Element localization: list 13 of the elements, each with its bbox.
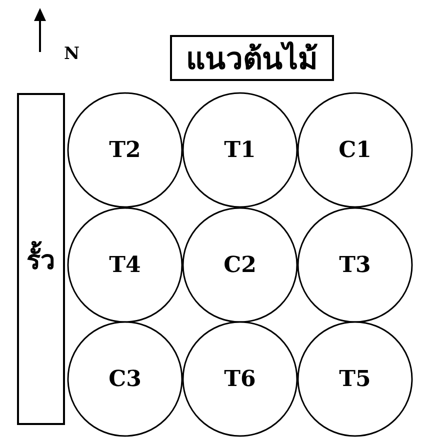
plot-label: C2 [224,252,256,278]
plot-label: C3 [108,366,142,392]
plot-label: T6 [224,366,256,392]
plot-label: T4 [109,252,141,278]
plot-label: T5 [339,366,371,392]
plot-label: T2 [109,137,141,163]
plot-label: C1 [338,137,372,163]
fence-box [17,93,65,425]
plot-label: T1 [224,137,256,163]
fence-label: รั้ว [26,238,56,280]
plot-label: T3 [339,252,371,278]
compass-label: N [64,44,80,64]
tree-line-label: แนวต้นไม้ [186,40,318,78]
